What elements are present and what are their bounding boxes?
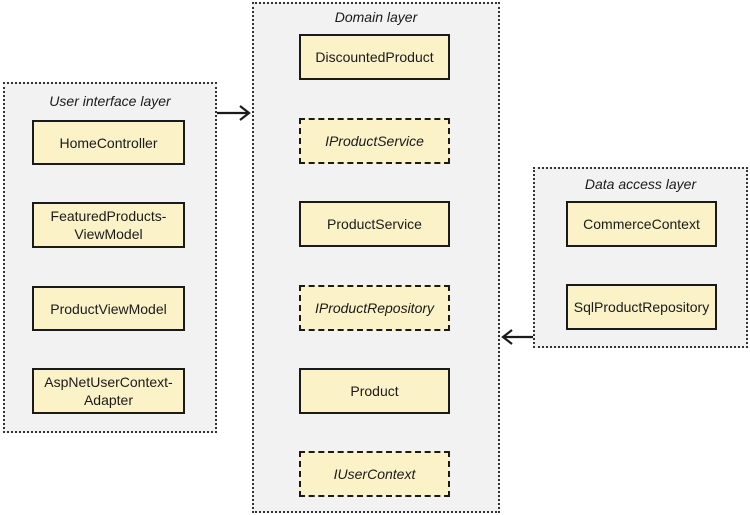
iuser-context-box: IUserContext: [299, 451, 450, 497]
data-access-layer-title: Data access layer: [584, 176, 697, 192]
user-interface-layer-title: User interface layer: [49, 93, 171, 109]
home-controller-box: HomeController: [32, 120, 185, 165]
commerce-context-label: CommerceContext: [583, 216, 700, 232]
product-viewmodel-label: ProductViewModel: [50, 300, 167, 317]
aspnet-user-context-adapter-label: AspNetUserContext- Adapter: [44, 374, 173, 408]
iproduct-service-label: IProductService: [325, 133, 424, 149]
aspnet-user-context-adapter-box: AspNetUserContext- Adapter: [32, 368, 185, 414]
data-to-domain-arrow: [501, 329, 533, 345]
ui-to-domain-arrow: [217, 105, 251, 121]
domain-layer: Domain layer: [252, 2, 500, 513]
product-viewmodel-box: ProductViewModel: [32, 286, 185, 331]
home-controller-label: HomeController: [59, 134, 158, 151]
product-service-box: ProductService: [299, 201, 450, 247]
discounted-product-box: DiscountedProduct: [299, 34, 450, 80]
iproduct-service-box: IProductService: [299, 118, 450, 164]
product-box: Product: [299, 368, 450, 414]
sql-product-repository-label: SqlProductRepository: [573, 299, 710, 315]
sql-product-repository-box: SqlProductRepository: [566, 284, 717, 330]
product-label: Product: [350, 383, 399, 399]
iproduct-repository-box: IProductRepository: [299, 285, 450, 331]
featured-products-viewmodel-box: FeaturedProducts- ViewModel: [32, 202, 185, 248]
product-service-label: ProductService: [327, 216, 422, 232]
featured-products-viewmodel-label: FeaturedProducts- ViewModel: [50, 208, 167, 242]
discounted-product-label: DiscountedProduct: [315, 49, 434, 65]
iuser-context-label: IUserContext: [333, 466, 416, 482]
commerce-context-box: CommerceContext: [566, 201, 717, 247]
domain-layer-title: Domain layer: [334, 9, 418, 25]
iproduct-repository-label: IProductRepository: [314, 300, 435, 316]
